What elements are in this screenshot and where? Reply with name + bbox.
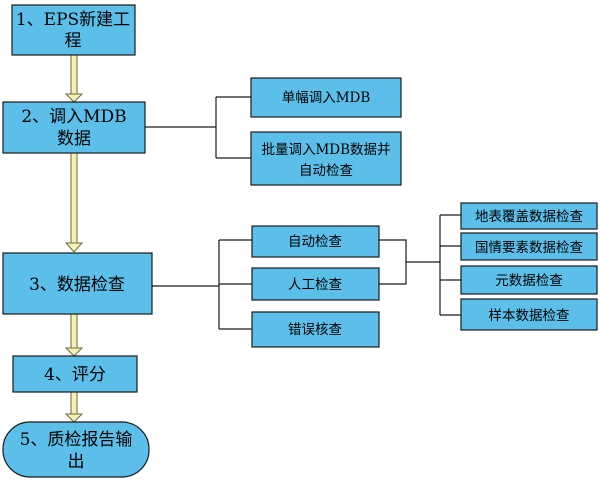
metadata-check-label: 元数据检查: [495, 273, 563, 289]
manual-check-box: 人工检查: [251, 267, 380, 301]
arrow-step2-to-step3: [64, 152, 84, 253]
step2-label-line2: 数据: [57, 129, 91, 149]
step3-box: 3、数据检查: [2, 252, 153, 315]
surface-check-box: 地表覆盖数据检查: [460, 202, 598, 230]
step4-box: 4、评分: [12, 355, 138, 393]
auto-check-box: 自动检查: [251, 225, 380, 258]
arrow-step4-to-step5: [64, 391, 84, 423]
import-batch-label-line1: 批量调入MDB数据并: [261, 142, 390, 158]
arrow-step3-to-step4: [64, 313, 84, 357]
import-single-box: 单幅调入MDB: [250, 77, 402, 118]
metadata-check-box: 元数据检查: [460, 265, 598, 295]
national-check-label: 国情要素数据检查: [475, 240, 583, 256]
sample-check-box: 样本数据检查: [460, 298, 598, 331]
step1-box: 1、EPS新建工 程: [11, 4, 136, 56]
sample-check-label: 样本数据检查: [489, 308, 570, 324]
arrow-step1-to-step2: [64, 54, 84, 103]
connector-step3-methods: [152, 239, 252, 330]
error-check-box: 错误核查: [251, 311, 380, 348]
step2-box: 2、调入MDB 数据: [2, 101, 146, 154]
connector-step2-import: [145, 96, 251, 159]
import-single-label: 单幅调入MDB: [282, 90, 371, 106]
import-batch-label-line2: 自动检查: [299, 163, 353, 179]
step4-label: 4、评分: [44, 365, 106, 385]
step5-label-line2: 出: [68, 452, 85, 472]
step1-label-line2: 程: [65, 31, 82, 51]
surface-check-label: 地表覆盖数据检查: [475, 209, 583, 225]
import-batch-box: 批量调入MDB数据并 自动检查: [250, 131, 402, 186]
step2-label-line1: 2、调入MDB: [21, 107, 126, 127]
error-check-label: 错误核查: [288, 322, 342, 338]
connector-methods-items: [379, 214, 461, 316]
step5-label-line1: 5、质检报告输: [20, 430, 133, 450]
step3-label: 3、数据检查: [29, 275, 125, 295]
step1-label-line1: 1、EPS新建工: [16, 10, 130, 30]
national-check-box: 国情要素数据检查: [460, 232, 598, 261]
manual-check-label: 人工检查: [288, 277, 342, 293]
step5-box: 5、质检报告输 出: [2, 421, 150, 478]
auto-check-label: 自动检查: [288, 234, 342, 250]
